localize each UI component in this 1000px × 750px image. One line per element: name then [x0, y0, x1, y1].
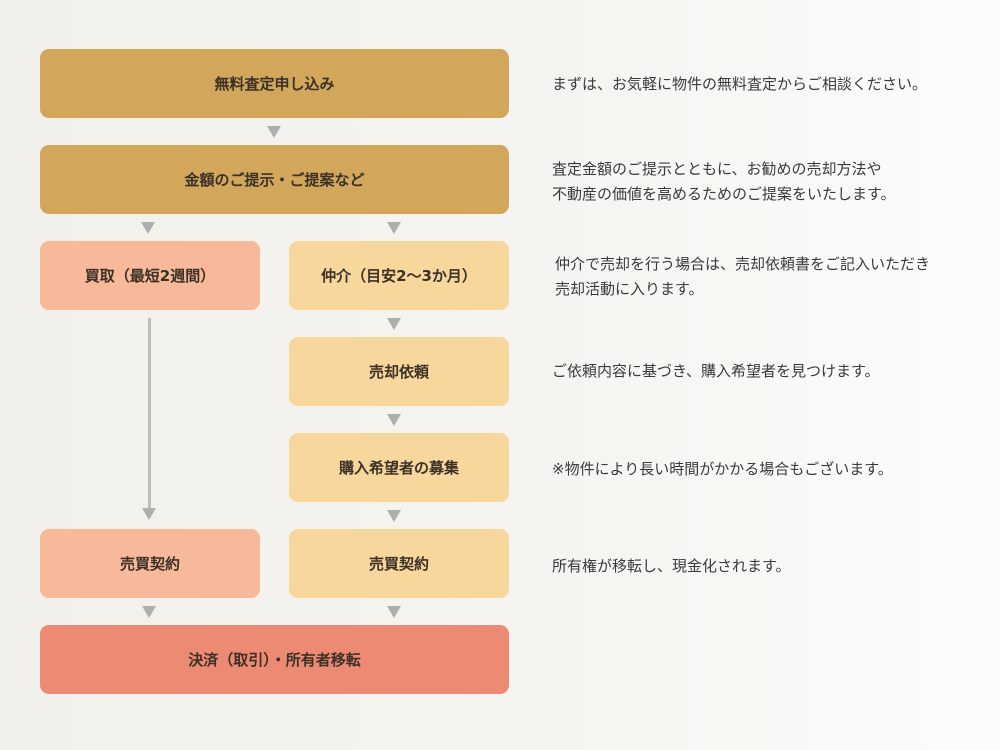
note-buyer-search: ※物件により長い時間がかかる場合もございます。: [552, 460, 893, 478]
connector-line: [148, 318, 151, 508]
arrow-down-icon: [267, 126, 281, 138]
arrow-down-icon: [387, 414, 401, 426]
step-contract-buyout: 売買契約: [40, 529, 260, 598]
step-free-appraisal-application: 無料査定申し込み: [40, 49, 509, 118]
step-settlement-transfer: 決済（取引）・所有者移転: [40, 625, 509, 694]
step-label: 決済（取引）・所有者移転: [188, 651, 361, 669]
arrow-down-icon: [142, 508, 156, 520]
step-label: 売却依頼: [368, 363, 429, 381]
arrow-down-icon: [387, 606, 401, 618]
step-label: 購入希望者の募集: [338, 459, 459, 477]
step-label: 売買契約: [119, 555, 180, 573]
step-label: 仲介（目安2〜3か月）: [321, 267, 477, 285]
step-sale-request: 売却依頼: [289, 337, 509, 406]
arrow-down-icon: [142, 606, 156, 618]
note-brokerage: 仲介で売却を行う場合は、売却依頼書をご記入いただき 売却活動に入ります。: [555, 255, 931, 298]
step-price-proposal: 金額のご提示・ご提案など: [40, 145, 509, 214]
arrow-down-icon: [387, 510, 401, 522]
note-application: まずは、お気軽に物件の無料査定からご相談ください。: [552, 75, 928, 93]
arrow-down-icon: [387, 222, 401, 234]
note-sale-request: ご依頼内容に基づき、購入希望者を見つけます。: [552, 362, 880, 380]
note-proposal: 査定金額のご提示とともに、お勧めの売却方法や 不動産の価値を高めるためのご提案を…: [552, 160, 896, 203]
step-label: 金額のご提示・ご提案など: [184, 171, 365, 189]
step-label: 売買契約: [368, 555, 429, 573]
step-brokerage: 仲介（目安2〜3か月）: [289, 241, 509, 310]
step-buyout: 買取（最短2週間）: [40, 241, 260, 310]
arrow-down-icon: [141, 222, 155, 234]
step-label: 無料査定申し込み: [214, 75, 335, 93]
arrow-down-icon: [387, 318, 401, 330]
note-contract: 所有権が移転し、現金化されます。: [552, 557, 791, 575]
step-label: 買取（最短2週間）: [84, 267, 216, 285]
step-contract-brokerage: 売買契約: [289, 529, 509, 598]
step-buyer-search: 購入希望者の募集: [289, 433, 509, 502]
